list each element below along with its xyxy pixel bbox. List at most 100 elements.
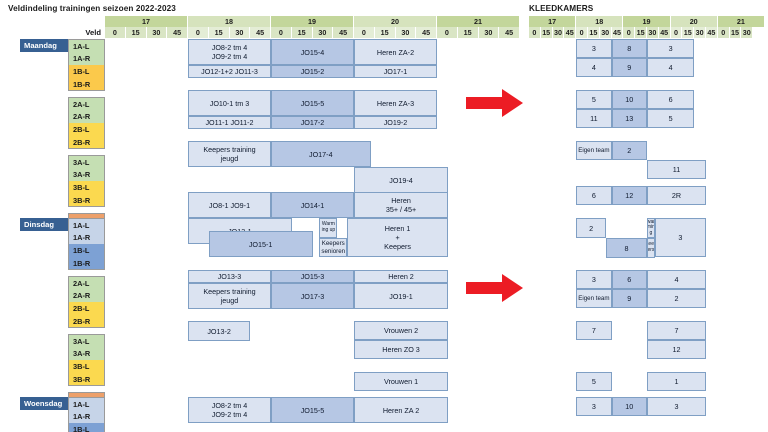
schedule-block[interactable]: Heren ZO 3	[354, 340, 449, 359]
schedule-block[interactable]: 8	[606, 238, 647, 258]
schedule-block[interactable]: 2	[647, 289, 706, 308]
schedule-block[interactable]: JO15-5	[271, 397, 354, 423]
schedule-block[interactable]: Heren ZA-3	[354, 90, 437, 116]
block-line: JO8-2 tm 4	[211, 43, 248, 52]
schedule-block[interactable]: JO17-1	[354, 65, 437, 78]
schedule-block[interactable]: JO10-1 tm 3	[188, 90, 271, 116]
schedule-block[interactable]: 4	[576, 58, 612, 77]
schedule-block[interactable]: 10	[611, 397, 647, 416]
block-line: Heren ZA-3	[376, 98, 415, 108]
schedule-block[interactable]: JO15-5	[271, 90, 354, 116]
veld-cell-2b-r: 2B-R	[68, 136, 105, 149]
schedule-block[interactable]: JO19-1	[354, 283, 449, 309]
schedule-block[interactable]: 13	[611, 109, 647, 128]
schedule-block[interactable]: 9	[611, 289, 647, 308]
axis-hour-18: 18	[188, 16, 271, 27]
schedule-block[interactable]: Vrouwen 2	[354, 321, 449, 340]
block-line: 2	[627, 146, 632, 155]
schedule-block[interactable]: 3	[576, 397, 612, 416]
schedule-block[interactable]: 11	[576, 109, 612, 128]
block-line: Keepers	[321, 240, 345, 248]
schedule-block[interactable]: Heren 1+Keepers	[347, 218, 449, 257]
schedule-block[interactable]: 12	[611, 186, 647, 205]
schedule-block[interactable]: JO17-3	[271, 283, 354, 309]
block-line: JO15-4	[300, 47, 325, 57]
schedule-block[interactable]: JO15-3	[271, 270, 354, 283]
block-line: JO8-2 tm 4	[211, 401, 248, 410]
block-line: JO13-2	[207, 326, 231, 336]
block-line: Heren ZO 3	[382, 345, 420, 354]
block-line: JO15-3	[300, 272, 325, 281]
schedule-block[interactable]: 6	[611, 270, 647, 289]
schedule-block[interactable]: 6	[647, 90, 695, 109]
axis-min-21-30: 30	[478, 27, 500, 38]
schedule-block[interactable]: Keepers	[647, 238, 655, 258]
axis-hour-17: 17	[529, 16, 577, 27]
block-line: 4	[674, 275, 679, 284]
schedule-block[interactable]: JO15-1	[208, 231, 313, 257]
schedule-block[interactable]: 12	[647, 340, 706, 359]
axis-hour-19: 19	[271, 16, 354, 27]
schedule-block[interactable]: JO17-4	[271, 141, 371, 167]
schedule-block[interactable]: 9	[611, 58, 647, 77]
arrow-maandag-icon	[466, 88, 524, 118]
schedule-block[interactable]: 8	[611, 39, 647, 58]
schedule-block[interactable]: 3	[647, 39, 695, 58]
schedule-block[interactable]: 2R	[647, 186, 706, 205]
schedule-block[interactable]: JO8-1 JO9-1	[188, 192, 271, 218]
schedule-block[interactable]: Eigen team	[576, 141, 612, 160]
schedule-block[interactable]: 4	[647, 270, 706, 289]
axis-min-19-0: 0	[623, 27, 636, 38]
schedule-block[interactable]: JO19-4	[354, 167, 449, 193]
schedule-block[interactable]: JO13-2	[188, 321, 251, 341]
axis-hour-17: 17	[105, 16, 188, 27]
block-line: JO9-2 tm 4	[211, 410, 248, 419]
schedule-block[interactable]: 7	[576, 321, 612, 340]
schedule-block[interactable]: 3	[576, 270, 612, 289]
schedule-block[interactable]: 4	[647, 58, 695, 77]
schedule-block[interactable]: 3	[647, 397, 706, 416]
schedule-block[interactable]: 5	[647, 109, 695, 128]
axis-min-18-15: 15	[208, 27, 230, 38]
schedule-block[interactable]: JO14-1	[271, 192, 354, 218]
day-label-woensdag: Woensdag	[20, 397, 68, 410]
schedule-block[interactable]: 3	[576, 39, 612, 58]
schedule-block[interactable]: Heren 2	[354, 270, 449, 283]
schedule-block[interactable]: 5	[576, 90, 612, 109]
schedule-block[interactable]: Eigen team	[576, 289, 612, 308]
schedule-block[interactable]: 7	[647, 321, 706, 340]
schedule-block[interactable]: 10	[611, 90, 647, 109]
schedule-block[interactable]: Heren ZA 2	[354, 397, 449, 423]
schedule-block[interactable]: 3	[654, 218, 706, 257]
schedule-block[interactable]: 5	[576, 372, 612, 391]
schedule-block[interactable]: JO11-1 JO11-2	[188, 116, 271, 129]
schedule-block[interactable]: JO19-2	[354, 116, 437, 129]
block-line: Heren	[391, 196, 411, 205]
block-line: JO12-1+2 JO11-3	[201, 67, 258, 76]
schedule-block[interactable]: JO17-2	[271, 116, 354, 129]
schedule-block[interactable]: JO12-1+2 JO11-3	[188, 65, 271, 78]
block-line: Eigen team	[578, 146, 610, 154]
veld-column-header: Veld	[85, 28, 101, 37]
schedule-block[interactable]: JO15-4	[271, 39, 354, 65]
schedule-block[interactable]: Vrouwen 1	[354, 372, 449, 391]
schedule-block[interactable]: 11	[647, 160, 706, 179]
schedule-block[interactable]: 2	[611, 141, 647, 160]
schedule-block[interactable]: 2	[576, 218, 607, 238]
schedule-block[interactable]: JO13-3	[188, 270, 271, 283]
axis-hour-20: 20	[670, 16, 718, 27]
schedule-block[interactable]: JO15-2	[271, 65, 354, 78]
block-line: 9	[627, 294, 632, 303]
schedule-block[interactable]: 1	[647, 372, 706, 391]
schedule-block[interactable]: 6	[576, 186, 612, 205]
schedule-block[interactable]: Heren ZA-2	[354, 39, 437, 65]
block-line: 11	[672, 165, 681, 174]
